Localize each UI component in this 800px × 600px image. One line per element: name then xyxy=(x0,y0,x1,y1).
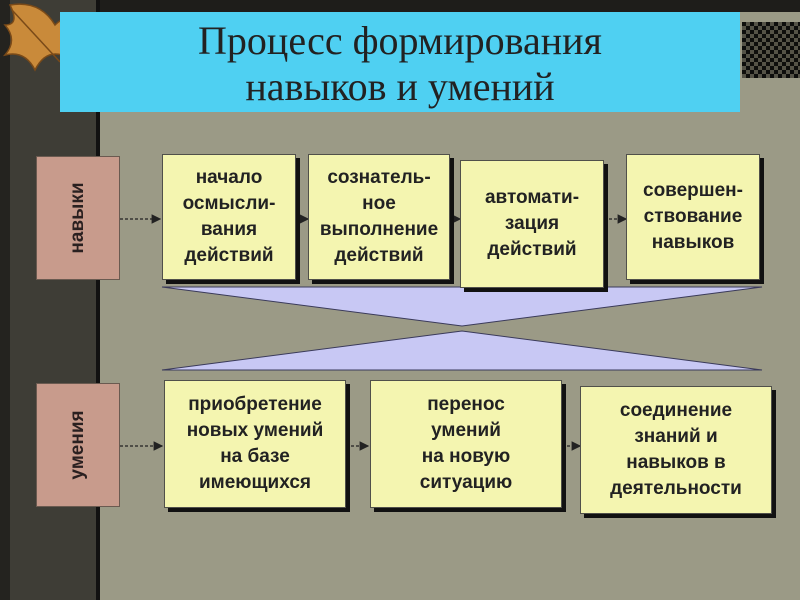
checker-pattern-decoration xyxy=(742,22,800,78)
step-text-line: на новую xyxy=(421,446,511,467)
hourglass-top-triangle xyxy=(161,286,763,327)
step-box-soedinenie: соединение знаний и навыков в деятельнос… xyxy=(580,386,772,514)
umeniya-label: умения xyxy=(67,410,88,480)
step-text-line: на базе xyxy=(220,446,290,467)
step-text-line: навыков xyxy=(651,232,735,253)
step-text-line: имеющихся xyxy=(199,472,311,493)
step-box-nachalo: начало осмысли- вания действий xyxy=(162,154,296,280)
title-line-2: навыков и умений xyxy=(245,64,555,109)
step-box-perenos: перенос умений на новую ситуацию xyxy=(370,380,562,508)
step-box-avtomatizaciya: автомати- зация действий xyxy=(460,160,604,288)
top-border-strip xyxy=(0,0,800,12)
left-edge-line xyxy=(96,0,100,600)
step-text-line: новых умений xyxy=(186,420,324,441)
title-line-1: Процесс формирования xyxy=(198,18,602,63)
step-box-sovershenstvovanie: совершен- ствование навыков xyxy=(626,154,760,280)
step-text-line: сознатель- xyxy=(327,167,431,188)
step-text-line: ствование xyxy=(643,206,743,227)
step-text-line: совершен- xyxy=(643,180,743,201)
step-text-line: ное xyxy=(362,193,396,214)
step-text-line: умений xyxy=(431,420,501,441)
step-text-line: выполнение xyxy=(319,219,439,240)
step-text-line: ситуацию xyxy=(419,472,513,493)
step-text-line: действий xyxy=(487,239,577,260)
step-text-line: действий xyxy=(334,245,424,266)
step-text-line: навыков в xyxy=(626,452,726,473)
step-text-line: действий xyxy=(184,245,274,266)
left-dark-stripe xyxy=(0,0,10,600)
navyki-label-box: навыки xyxy=(36,156,120,280)
step-box-priobretenie: приобретение новых умений на базе имеющи… xyxy=(164,380,346,508)
step-text-line: автомати- xyxy=(484,187,580,208)
step-text-line: зация xyxy=(504,213,560,234)
step-text-line: знаний и xyxy=(634,426,718,447)
step-text-line: перенос xyxy=(427,394,505,415)
step-text-line: вания xyxy=(200,219,258,240)
step-text-line: начало xyxy=(195,167,263,188)
step-text-line: приобретение xyxy=(188,394,322,415)
step-box-soznatelnoe: сознатель- ное выполнение действий xyxy=(308,154,450,280)
hourglass-bottom-triangle xyxy=(161,330,763,371)
title-banner: Процесс формирования навыков и умений xyxy=(60,12,740,112)
umeniya-label-box: умения xyxy=(36,383,120,507)
step-text-line: осмысли- xyxy=(182,193,276,214)
step-text-line: соединение xyxy=(619,400,733,421)
step-text-line: деятельности xyxy=(610,478,742,499)
navyki-label: навыки xyxy=(67,182,88,254)
